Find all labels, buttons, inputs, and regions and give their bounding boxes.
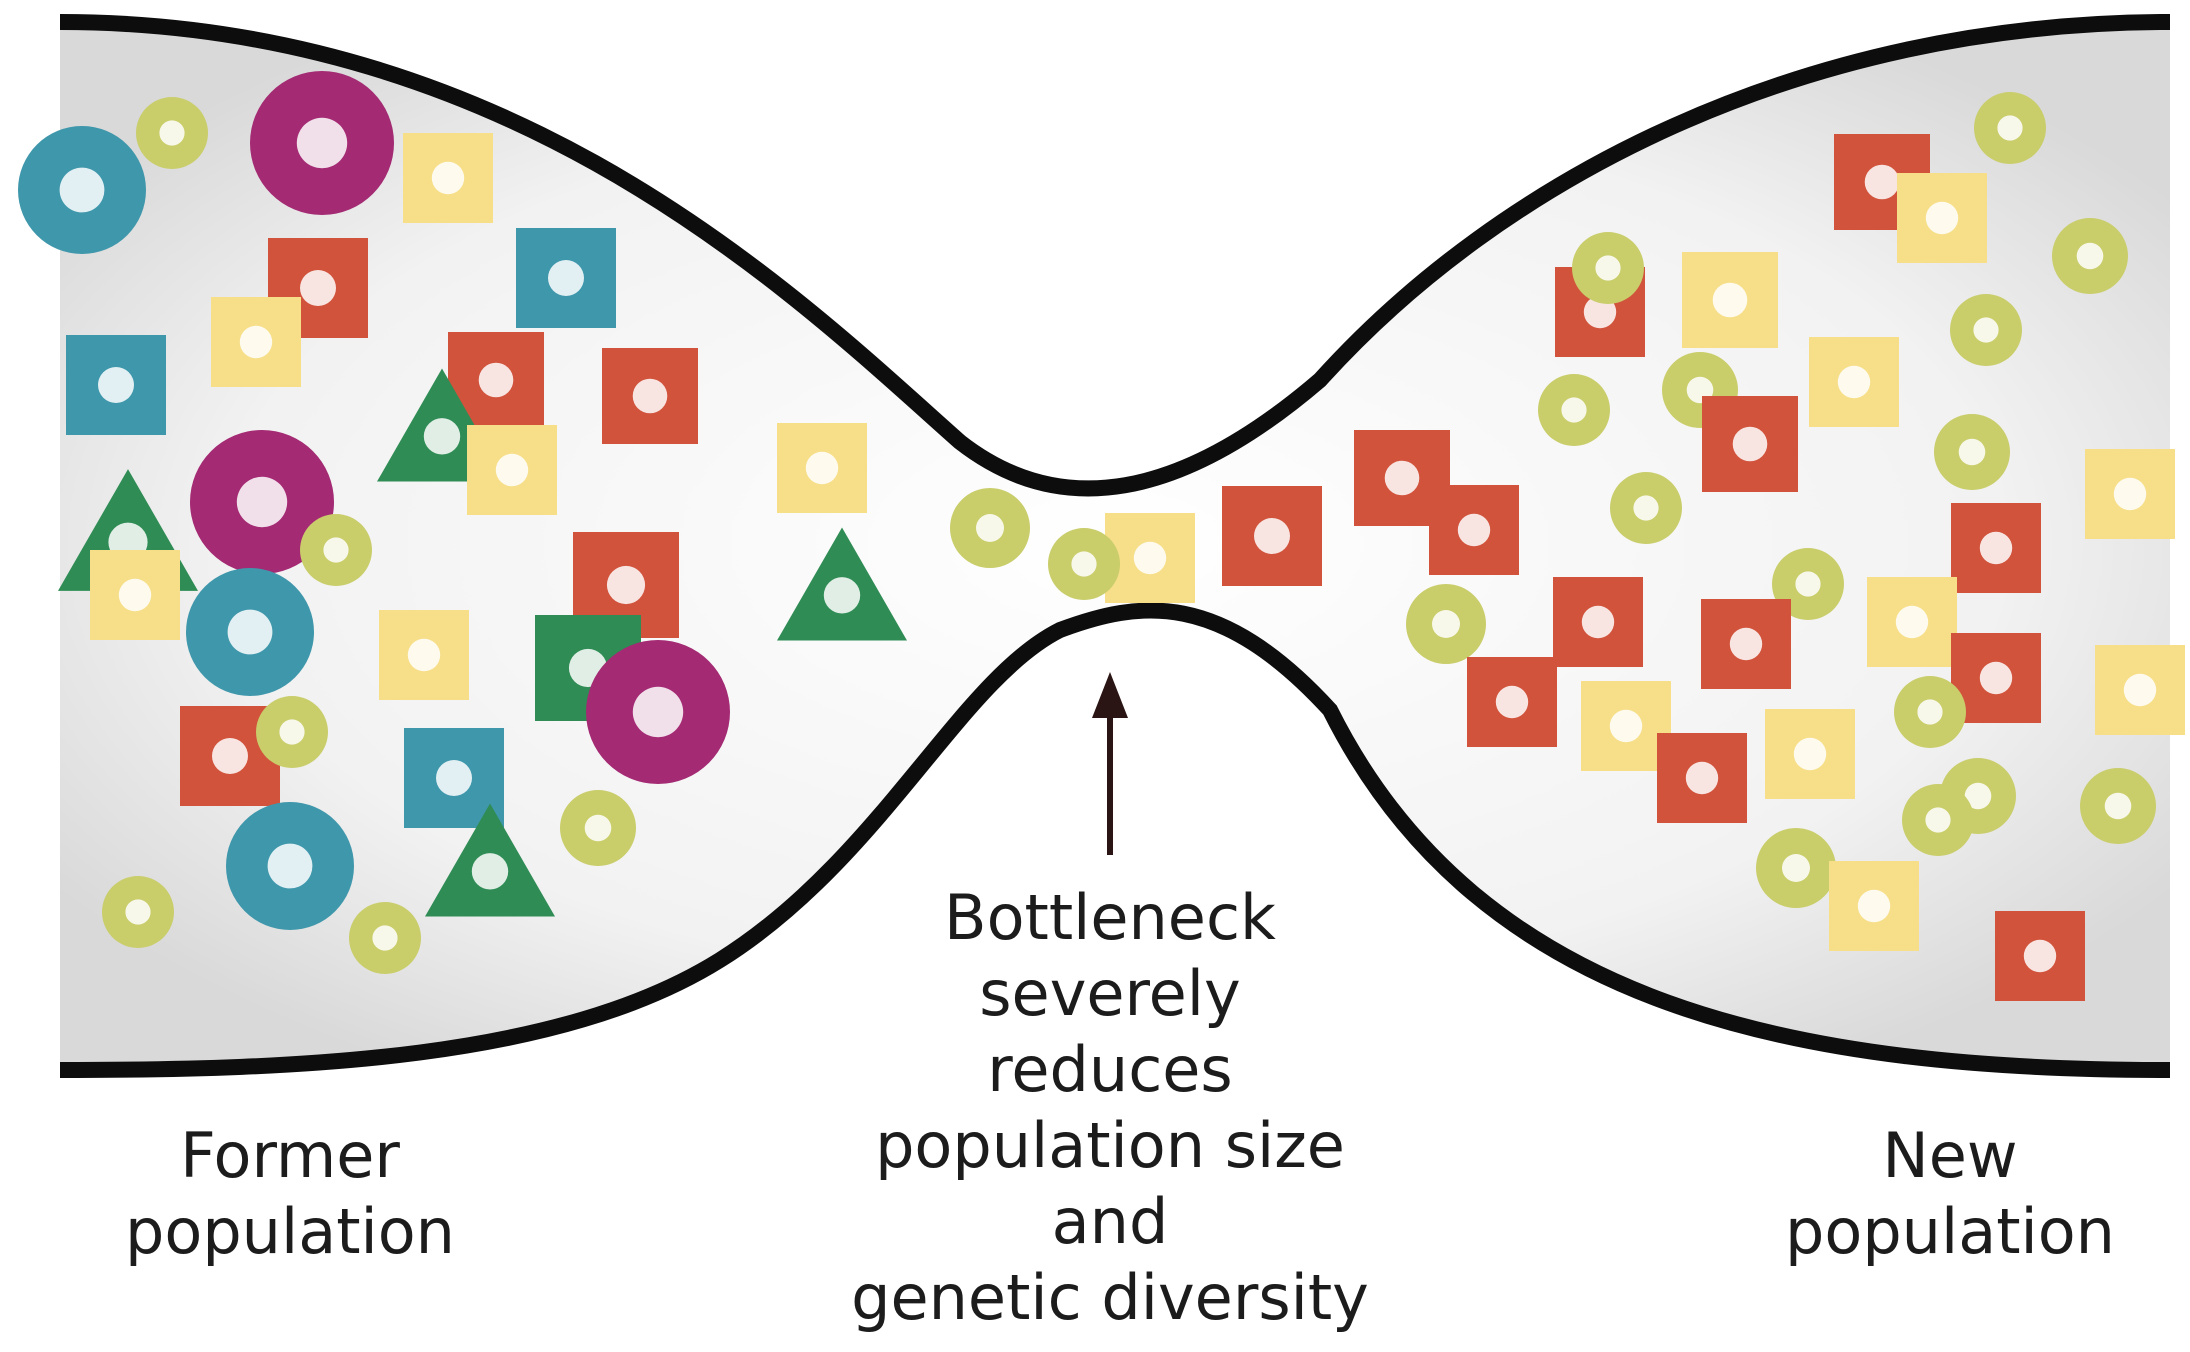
shape-highlight: [1980, 662, 2012, 694]
shape-highlight: [1595, 255, 1620, 280]
shape-highlight: [824, 577, 860, 613]
shape-highlight: [633, 379, 668, 414]
shape-highlight: [1980, 532, 2012, 564]
shape-highlight: [240, 326, 272, 358]
shape-highlight: [1686, 762, 1718, 794]
shape-highlight: [408, 639, 440, 671]
shape-highlight: [424, 418, 460, 454]
shape-highlight: [806, 452, 838, 484]
shape-highlight: [1896, 606, 1928, 638]
shape-highlight: [1385, 461, 1420, 496]
shape-highlight: [2105, 793, 2132, 820]
shape-highlight: [1925, 807, 1950, 832]
shape-highlight: [1917, 699, 1942, 724]
shape-highlight: [1973, 317, 1998, 342]
shape-highlight: [1713, 283, 1748, 318]
bottleneck-arrow-head: [1092, 672, 1128, 718]
shape-highlight: [237, 477, 287, 527]
shape-highlight: [297, 118, 347, 168]
shape-highlight: [1794, 738, 1826, 770]
shape-highlight: [98, 367, 134, 403]
shape-highlight: [323, 537, 348, 562]
shape-highlight: [1432, 610, 1460, 638]
shape-highlight: [1458, 514, 1490, 546]
shape-highlight: [119, 579, 151, 611]
shape-highlight: [436, 760, 472, 796]
shape-highlight: [1496, 686, 1528, 718]
shape-highlight: [60, 168, 105, 213]
shape-highlight: [548, 260, 584, 296]
shape-highlight: [976, 514, 1004, 542]
shape-highlight: [585, 815, 612, 842]
shape-highlight: [1838, 366, 1870, 398]
shape-highlight: [1795, 571, 1820, 596]
shape-highlight: [1561, 397, 1586, 422]
shape-highlight: [1254, 518, 1290, 554]
shape-highlight: [1959, 439, 1986, 466]
shape-highlight: [300, 270, 336, 306]
shape-highlight: [1782, 854, 1810, 882]
shape-highlight: [2124, 674, 2156, 706]
shape-highlight: [432, 162, 464, 194]
shape-highlight: [1858, 890, 1890, 922]
shape-highlight: [1633, 495, 1658, 520]
shape-highlight: [228, 610, 273, 655]
shape-highlight: [1926, 202, 1958, 234]
shape-highlight: [2077, 243, 2104, 270]
shape-highlight: [279, 719, 304, 744]
shape-highlight: [1071, 551, 1096, 576]
shape-highlight: [125, 899, 150, 924]
shape-highlight: [1134, 542, 1166, 574]
shape-highlight: [2024, 940, 2056, 972]
shape-highlight: [496, 454, 528, 486]
bottleneck-label: Bottleneck severely reduces population s…: [810, 880, 1410, 1336]
shape-highlight: [1610, 710, 1642, 742]
shape-highlight: [1865, 165, 1900, 200]
shape-highlight: [372, 925, 397, 950]
shape-highlight: [268, 844, 313, 889]
shape-highlight: [633, 687, 683, 737]
shape-highlight: [1997, 115, 2022, 140]
shape-highlight: [212, 738, 248, 774]
shape-highlight: [472, 853, 508, 889]
shape-highlight: [607, 566, 645, 604]
shape-highlight: [159, 120, 184, 145]
new-population-label: New population: [1760, 1118, 2140, 1270]
shape-highlight: [2114, 478, 2146, 510]
shape-highlight: [1730, 628, 1762, 660]
former-population-label: Former population: [110, 1118, 470, 1270]
shape-highlight: [479, 363, 514, 398]
shape-highlight: [1582, 606, 1614, 638]
shape-highlight: [1733, 427, 1768, 462]
